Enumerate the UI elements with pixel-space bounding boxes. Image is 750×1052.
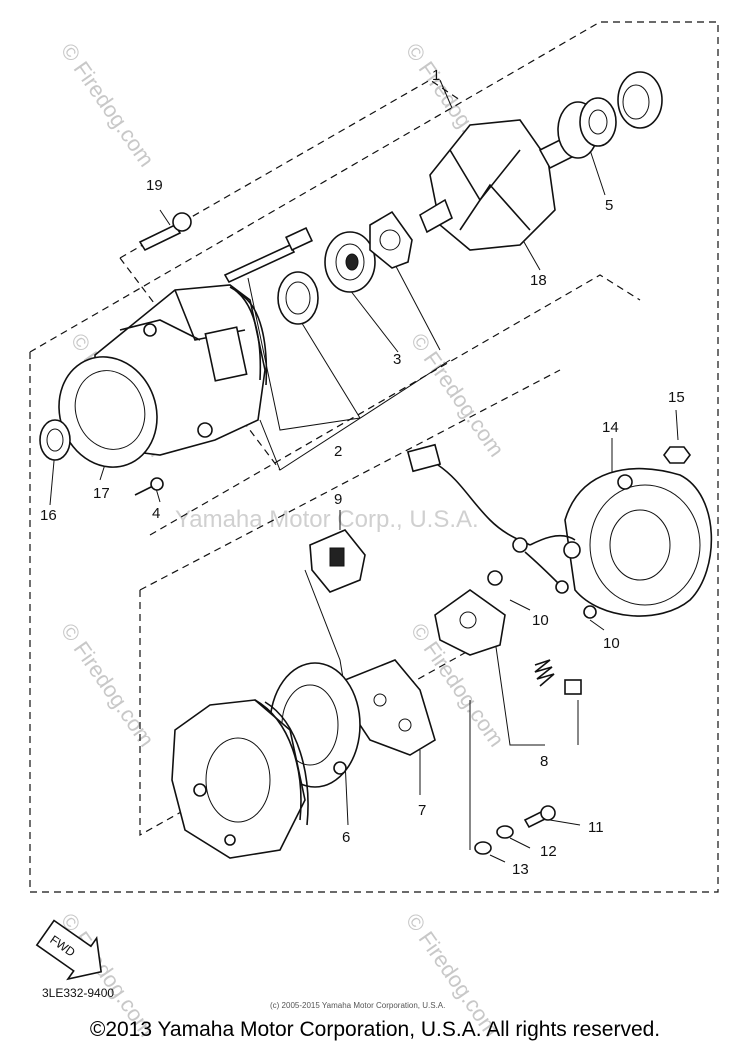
callout-4: 4 — [152, 505, 160, 522]
rear-cap — [617, 71, 663, 129]
washer-13 — [474, 841, 492, 855]
regulator-9 — [309, 529, 366, 593]
watermark-site-4: © Firedog.com — [56, 619, 159, 752]
footer-copyright: ©2013 Yamaha Motor Corporation, U.S.A. A… — [89, 1018, 661, 1041]
bolt-19 — [138, 212, 192, 252]
small-copyright: (c) 2005-2015 Yamaha Motor Corporation, … — [270, 1001, 445, 1010]
callout-5: 5 — [605, 197, 613, 214]
brush-holder — [434, 589, 506, 656]
callout-2: 2 — [334, 443, 342, 460]
spacer-ring — [277, 271, 319, 325]
diagram-code: 3LE332-9400 — [42, 986, 114, 1000]
callout-17: 17 — [93, 485, 110, 502]
callout-16: 16 — [40, 507, 57, 524]
callout-3: 3 — [393, 351, 401, 368]
callout-15: 15 — [668, 389, 685, 406]
callout-19: 19 — [146, 177, 163, 194]
screw-10 — [487, 570, 597, 619]
watermark-site-3: © Firedog.com — [406, 329, 509, 462]
nut-15 — [663, 446, 691, 464]
wire-harness — [406, 443, 576, 594]
callout-13: 13 — [512, 861, 529, 878]
rear-housing — [171, 699, 309, 859]
bolt-4 — [134, 477, 164, 496]
callout-1: 1 — [432, 67, 440, 84]
brush-spring-8 — [534, 659, 582, 695]
watermark-site-1: © Firedog.com — [56, 39, 159, 172]
callout-10b: 10 — [603, 635, 620, 652]
callout-11: 11 — [588, 819, 604, 836]
stud-2 — [223, 226, 313, 284]
callout-10a: 10 — [532, 612, 549, 629]
callout-6: 6 — [342, 829, 350, 846]
watermark-main: Yamaha Motor Corp., U.S.A. — [175, 506, 479, 533]
screw-11 — [523, 805, 556, 829]
fwd-arrow-icon: FWD — [35, 919, 103, 981]
callout-8: 8 — [540, 753, 548, 770]
callout-9: 9 — [334, 491, 342, 508]
callout-18: 18 — [530, 272, 547, 289]
rear-cover-14 — [563, 467, 713, 617]
bearing-3 — [324, 231, 376, 293]
callout-labels: 1 2 3 4 5 6 7 8 9 10 10 11 12 13 14 15 1… — [40, 67, 685, 878]
oil-seal-16 — [39, 419, 71, 461]
callout-7: 7 — [418, 802, 426, 819]
bearing-retainer-plate — [369, 210, 413, 269]
washer-12 — [496, 825, 514, 839]
bearing-5 — [557, 97, 617, 159]
callout-14: 14 — [602, 419, 619, 436]
callout-12: 12 — [540, 843, 557, 860]
